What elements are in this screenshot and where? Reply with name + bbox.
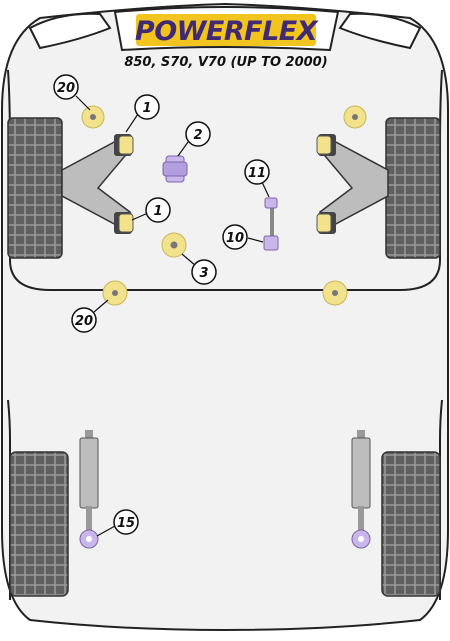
headlight-left xyxy=(28,12,112,50)
rear-left-tyre xyxy=(9,451,69,597)
callout-1-lower-label: 1 xyxy=(153,204,162,219)
front-right-tyre xyxy=(385,117,441,259)
drop-link xyxy=(263,197,279,251)
bush-2 xyxy=(162,155,188,183)
callout-1-upper: 1 xyxy=(125,94,160,133)
callout-20-top: 20 xyxy=(53,74,91,111)
callout-11: 11 xyxy=(244,159,270,198)
front-right-wishbone xyxy=(316,134,389,234)
bush-20-top-left xyxy=(81,105,105,129)
callout-15: 15 xyxy=(96,509,139,537)
headlight-right xyxy=(338,12,422,50)
callout-1-lower: 1 xyxy=(131,197,171,223)
front-left-tyre xyxy=(7,117,63,259)
callout-3-label: 3 xyxy=(199,266,208,281)
rear-arch-line xyxy=(7,399,443,600)
bush-20-mid-left xyxy=(102,280,128,306)
callout-1-upper-label: 1 xyxy=(142,101,151,116)
callout-20-top-label: 20 xyxy=(57,81,75,96)
rear-right-tyre xyxy=(381,451,441,597)
brand-logo-text: POWERFLEX xyxy=(135,16,319,47)
rear-right-shock xyxy=(351,430,371,549)
callout-3: 3 xyxy=(181,253,217,285)
bush-20-mid-right xyxy=(322,280,348,306)
callout-10-label: 10 xyxy=(226,231,244,246)
callout-20-mid-label: 20 xyxy=(75,314,93,329)
callout-10: 10 xyxy=(222,224,264,250)
bush-3 xyxy=(161,232,187,258)
callout-11-label: 11 xyxy=(248,166,266,181)
model-range-title: 850, S70, V70 (UP TO 2000) xyxy=(124,55,327,70)
rear-left-shock xyxy=(79,430,99,549)
callout-2-label: 2 xyxy=(193,128,202,143)
callout-2: 2 xyxy=(177,121,211,157)
front-left-wishbone xyxy=(61,134,134,234)
callout-15-label: 15 xyxy=(117,516,135,531)
callout-20-mid: 20 xyxy=(71,299,109,333)
brand-logo: POWERFLEX xyxy=(113,6,340,52)
bush-20-top-right xyxy=(343,105,367,129)
